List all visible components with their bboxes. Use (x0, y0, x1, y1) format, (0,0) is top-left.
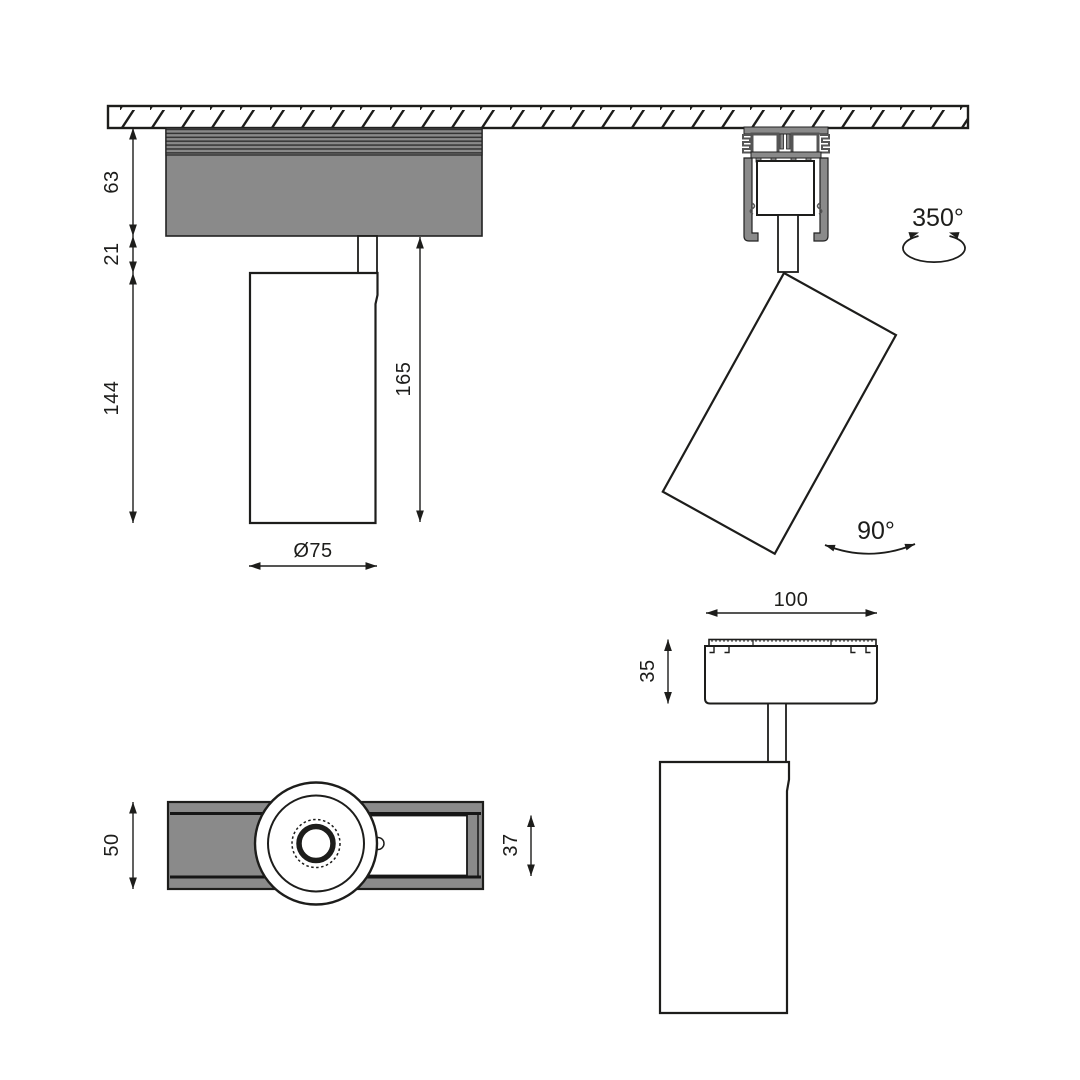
dim-label-adapter-width: 100 (774, 589, 809, 611)
view-side-mounted: 63 21 144 165 Ø75 (101, 127, 483, 570)
ceiling (106, 104, 970, 130)
track-center-tab (786, 133, 791, 150)
dim-label-gap: 21 (101, 242, 123, 265)
view-front: 100 35 (637, 589, 878, 1015)
track-spring-fins-left (742, 134, 752, 154)
dim-arrow (664, 692, 672, 704)
stem-front (767, 702, 787, 763)
rotation-350-annotation: 350° (902, 204, 966, 263)
dimension-35: 35 (637, 639, 672, 704)
track-chamber-left (750, 132, 780, 155)
dim-label-diameter: Ø75 (293, 540, 332, 562)
stem-tilted (777, 214, 799, 273)
dim-arrow (365, 562, 377, 570)
stem (357, 235, 378, 275)
track-spring-fins-right (820, 134, 830, 154)
view-tilted-track: 350° 90° (661, 126, 966, 556)
dim-arrow (129, 261, 137, 273)
dim-arrow (416, 237, 424, 249)
view-top: 50 37 (101, 781, 535, 906)
dim-label-total-drop: 165 (393, 362, 415, 397)
lamp-top-bezel (267, 794, 365, 893)
tilt-label: 90° (857, 517, 895, 545)
dim-arrow (249, 562, 261, 570)
dim-label-track-width: 50 (101, 833, 123, 856)
dim-arrow (527, 815, 535, 827)
dim-arrow (664, 639, 672, 651)
track-ceiling-plate (743, 126, 829, 135)
tilt-arrow-head (904, 540, 917, 551)
dimension-63-21-144: 63 21 144 (101, 128, 137, 523)
dim-arrow (129, 273, 137, 285)
channel-clip-right (816, 202, 823, 215)
adapter-hook (709, 647, 715, 654)
track-channel-wall-right (813, 157, 829, 242)
dim-arrow (129, 877, 137, 889)
tilt-arrow-arc (824, 543, 916, 555)
dim-arrow (129, 236, 137, 248)
lamp-lens-dashed-ring (291, 818, 341, 869)
dim-arrow (129, 224, 137, 236)
dimension-50: 50 (101, 802, 137, 889)
driver-heatsink-fins (165, 127, 483, 156)
adapter-hook (850, 647, 856, 654)
rotation-arrow-arc (902, 235, 966, 263)
track-chamber-right (790, 132, 820, 155)
dim-arrow (865, 609, 877, 617)
track-center-tab (779, 133, 784, 150)
track-channel-wall-left (743, 157, 759, 242)
dim-arrow (416, 510, 424, 522)
adapter-hook (865, 647, 871, 654)
dim-arrow (527, 864, 535, 876)
dim-arrow (706, 609, 718, 617)
dimension-diameter: Ø75 (249, 540, 377, 570)
dim-label-body-height: 144 (101, 381, 123, 416)
dimension-165: 165 (393, 237, 424, 522)
adapter-box (704, 645, 878, 705)
ceiling-hatch-band (106, 104, 970, 130)
dimension-100: 100 (706, 589, 877, 617)
dim-label-driver-height: 63 (101, 170, 123, 193)
adapter-hook (724, 647, 730, 654)
dim-arrow (129, 128, 137, 140)
tilt-90-annotation: 90° (823, 517, 917, 555)
tilt-arrow-head (823, 541, 836, 552)
dim-label-slot-width: 37 (500, 833, 522, 856)
dim-label-adapter-height: 35 (637, 659, 659, 682)
channel-clip-left (749, 202, 756, 215)
dimension-37: 37 (500, 815, 535, 876)
lamp-lens-ring (296, 823, 336, 864)
track-adapter (756, 160, 815, 216)
dim-arrow (129, 802, 137, 814)
lamp-body-side (248, 271, 379, 525)
dim-arrow (129, 511, 137, 523)
rotation-label: 350° (912, 204, 964, 232)
lamp-body-tilted (661, 271, 898, 556)
lamp-body-front (658, 760, 791, 1015)
track-magnet-bar (750, 151, 822, 159)
